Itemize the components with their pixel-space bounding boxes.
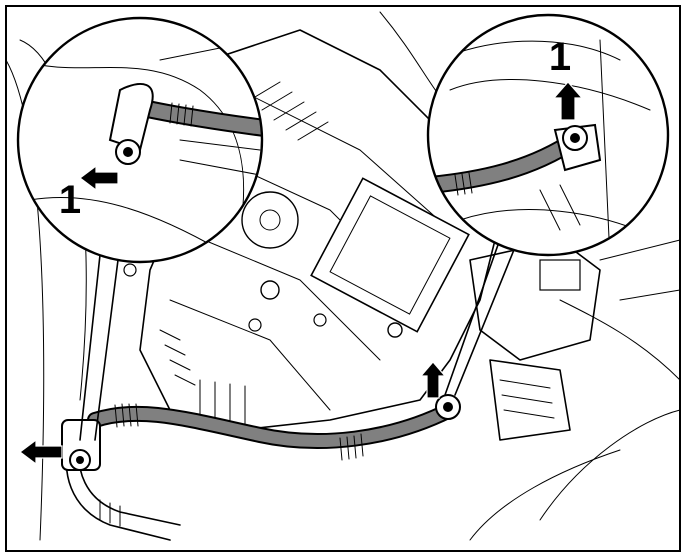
leader-lines bbox=[79, 224, 521, 441]
callout-label-left: 1 bbox=[59, 178, 81, 222]
ac-hose bbox=[61, 394, 461, 471]
arrow-up-detail-icon bbox=[552, 81, 584, 121]
arrow-left-icon bbox=[19, 438, 63, 466]
callout-label-right: 1 bbox=[549, 35, 571, 79]
removal-arrows-main bbox=[19, 361, 447, 466]
arrow-left-detail-icon bbox=[79, 164, 119, 192]
detail-circle-left bbox=[16, 16, 264, 264]
detail-circle-right bbox=[426, 13, 670, 257]
hvac-housing bbox=[123, 29, 501, 431]
background-body-lines bbox=[5, 11, 681, 541]
arrow-up-icon bbox=[419, 361, 447, 399]
